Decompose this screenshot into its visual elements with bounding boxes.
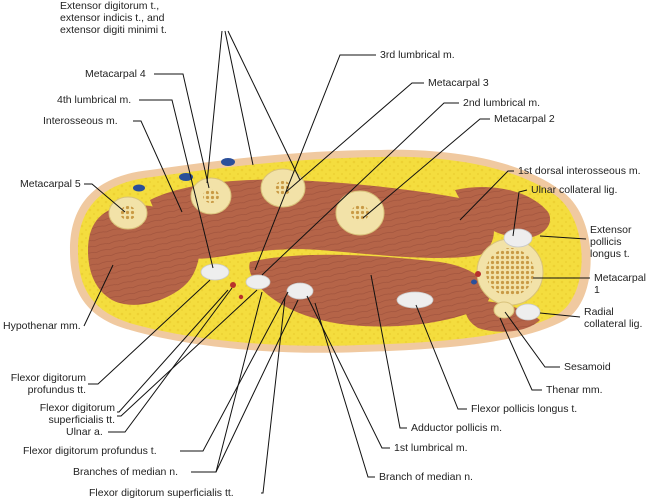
label-branch-median: Branch of median n. xyxy=(379,471,473,483)
metacarpal-4-bone xyxy=(190,177,232,215)
label-adductor-pollicis: Adductor pollicis m. xyxy=(411,422,503,434)
metacarpal-5-bone xyxy=(108,196,148,230)
label-thenar: Thenar mm. xyxy=(546,384,603,396)
label-lumbrical-2: 2nd lumbrical m. xyxy=(463,97,541,109)
arteries xyxy=(230,271,481,300)
label-hypothenar: Hypothenar mm. xyxy=(3,320,81,332)
dorsal-veins xyxy=(133,158,477,285)
label-interosseous: Interosseous m. xyxy=(43,115,118,127)
label-metacarpal-3: Metacarpal 3 xyxy=(428,77,489,89)
label-branches-median: Branches of median n. xyxy=(73,466,179,478)
label-flexor-pollicis-longus: Flexor pollicis longus t. xyxy=(471,403,578,415)
metacarpal-1-bone xyxy=(476,238,544,306)
label-metacarpal-1: Metacarpal 1 xyxy=(594,272,646,296)
label-lumbrical-4: 4th lumbrical m. xyxy=(57,94,132,106)
label-ulnar-artery: Ulnar a. xyxy=(66,426,103,438)
flexor-tendons xyxy=(200,228,541,321)
label-metacarpal-5: Metacarpal 5 xyxy=(20,178,81,190)
label-first-dorsal-interosseous: 1st dorsal interosseous m. xyxy=(518,165,641,177)
label-first-lumbrical: 1st lumbrical m. xyxy=(394,442,468,454)
label-lumbrical-3: 3rd lumbrical m. xyxy=(380,49,455,61)
label-metacarpal-4: Metacarpal 4 xyxy=(85,68,146,80)
label-fds-tt-left: Flexor digitorum superficialis tt. xyxy=(39,402,115,426)
adductor-pollicis-muscle xyxy=(249,254,490,327)
metacarpal-3-bone xyxy=(260,168,306,208)
label-extensor-tendons: Extensor digitorum t., extensor indicis … xyxy=(60,0,167,36)
sesamoid-bone xyxy=(493,301,515,319)
leader-lines xyxy=(83,30,590,494)
label-sesamoid: Sesamoid xyxy=(564,361,611,373)
first-dorsal-interosseous-muscle xyxy=(455,186,551,239)
label-ulnar-collateral: Ulnar collateral lig. xyxy=(531,184,618,196)
label-fdp-t: Flexor digitorum profundus t. xyxy=(23,445,157,457)
label-extensor-pollicis-longus: Extensor pollicis longus t. xyxy=(590,224,632,260)
interosseous-muscle xyxy=(150,179,494,259)
label-fdp-tt: Flexor digitorum profundus tt. xyxy=(10,372,86,396)
label-metacarpal-2: Metacarpal 2 xyxy=(494,113,555,125)
label-fds-tt-bottom: Flexor digitorum superficialis tt. xyxy=(89,487,234,499)
label-radial-collateral: Radial collateral lig. xyxy=(584,306,643,330)
